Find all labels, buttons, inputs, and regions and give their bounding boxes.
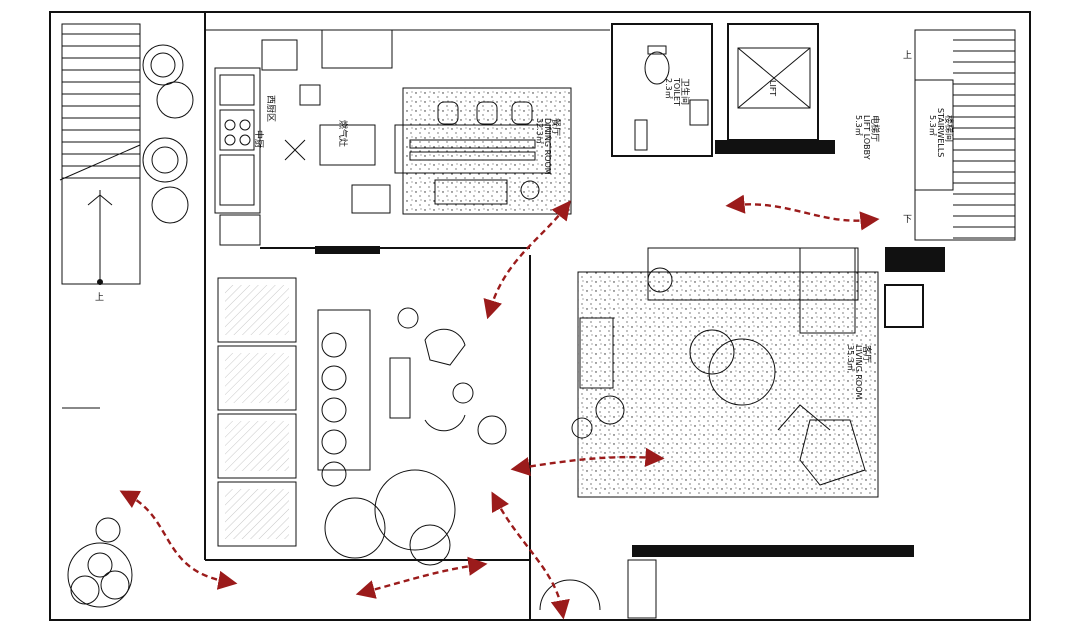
lift-label: LIFT — [768, 80, 777, 96]
lounge-area — [217, 277, 507, 566]
lift-lobby-cn-label: 电梯厅 — [869, 115, 881, 142]
flow-arrow-living-lounge — [510, 447, 665, 476]
living-room: 客厅 LIVING ROOM 35.3㎡ — [529, 247, 914, 560]
living-cn-label: 客厅 — [861, 345, 873, 363]
dining-room: 餐厅 DINING ROOM 32.3㎡ — [394, 87, 572, 215]
flow-arrow-dining-lounge — [483, 200, 571, 320]
dining-area-label: 32.3㎡ — [535, 118, 544, 144]
left-staircase: 上 — [59, 23, 141, 409]
flow-arrow-garden-lounge — [355, 556, 488, 599]
toilet-en-label: TOILET — [672, 77, 681, 106]
stair-up-left: 上 — [95, 292, 104, 303]
kitchen-chinese-label: 中厨 — [253, 130, 265, 148]
kitchen: 西厨区 中厨 燃气灶 — [205, 29, 610, 254]
dining-en-label: DINING ROOM — [543, 118, 552, 175]
dining-cn-label: 餐厅 — [550, 118, 562, 136]
lift: LIFT — [715, 23, 835, 154]
garden-trees — [67, 44, 194, 608]
kitchen-western-label: 西厨区 — [265, 95, 276, 122]
stairwells-en-label: STAIRWELLS — [936, 108, 945, 157]
toilet-area-label: 2.3㎡ — [664, 78, 673, 99]
stair-down-right: 下 — [903, 215, 912, 225]
circulation-arrows — [119, 194, 880, 620]
lift-lobby-en-label: LIFT LOBBY — [862, 115, 871, 160]
toilet-cn-label: 卫生间 — [679, 78, 691, 105]
right-staircase: 楼梯间 STAIRWELLS 5.3㎡ 上 下 — [884, 29, 1016, 328]
flow-arrow-lobby — [725, 194, 880, 231]
toilet: 卫生间 TOILET 2.3㎡ — [611, 23, 713, 157]
living-en-label: LIVING ROOM — [854, 345, 863, 400]
lift-lobby-area-label: 5.3㎡ — [854, 115, 863, 136]
stairwells-cn-label: 楼梯间 — [943, 115, 955, 142]
stairwells-area-label: 5.3㎡ — [928, 115, 937, 136]
lift-lobby: 电梯厅 LIFT LOBBY 5.3㎡ — [854, 115, 881, 160]
flow-arrow-garden-left — [119, 490, 238, 590]
living-area-label: 35.3㎡ — [846, 345, 855, 371]
kitchen-stove-label: 燃气灶 — [337, 120, 349, 147]
entrance-door — [529, 559, 657, 620]
stair-up-right: 上 — [903, 50, 912, 61]
